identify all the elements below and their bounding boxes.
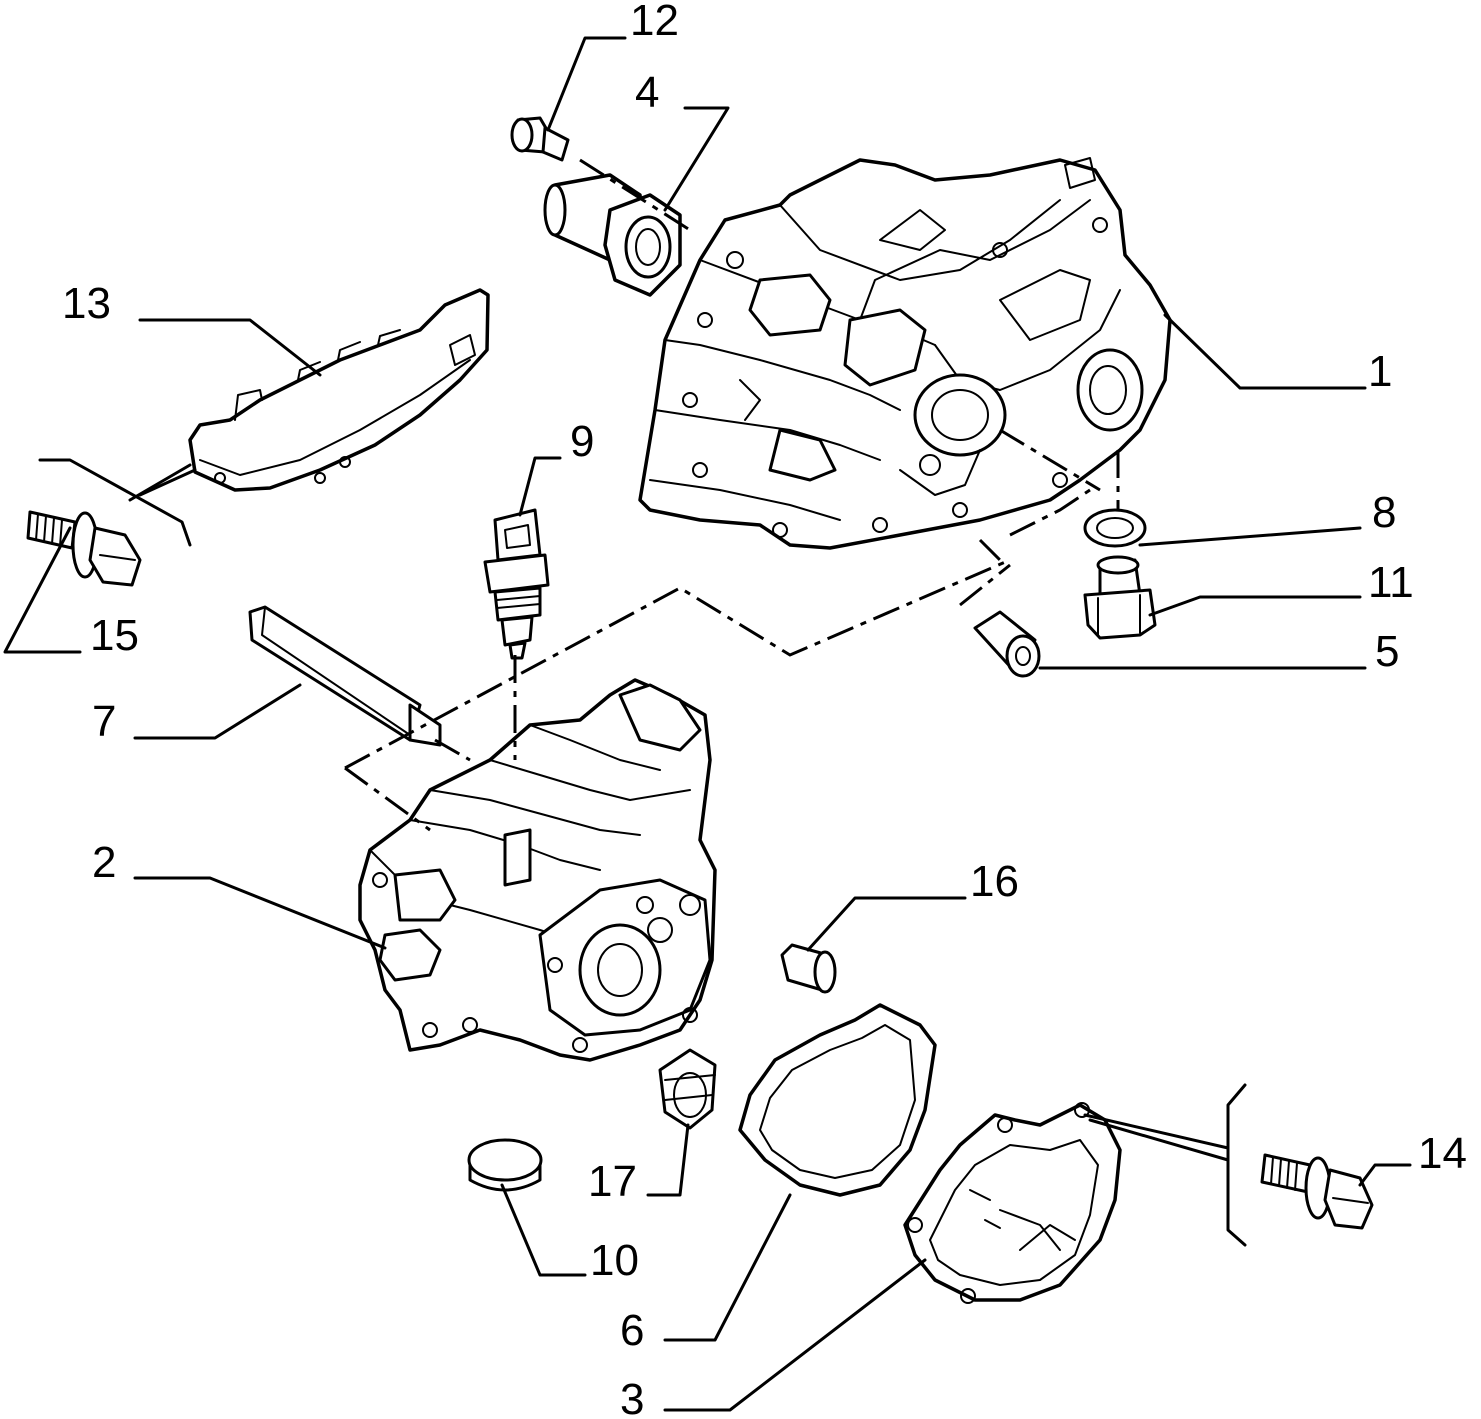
callout-3: 3 [620,1375,644,1419]
part-15-bolt [26,510,142,587]
part-2-housing [358,678,717,1062]
callout-4: 4 [635,68,659,117]
part-11-plug [1083,555,1157,640]
part-14-bolt [1260,1153,1374,1230]
callout-17: 17 [588,1157,637,1206]
part-7-bar [248,605,442,747]
callout-labels: 12 4 13 1 9 8 11 15 5 7 2 16 14 17 10 6 … [62,0,1467,1419]
part-10-cap [467,1138,543,1192]
part-9-sensor [483,508,550,660]
part-6-gasket [738,1003,937,1197]
callout-15: 15 [90,611,139,660]
callout-8: 8 [1372,488,1396,537]
leader-lines [3,36,1412,1412]
callout-5: 5 [1375,627,1399,676]
part-8-washer [1083,508,1147,548]
callout-10: 10 [590,1236,639,1285]
part-12-bolt [510,116,570,162]
part-16-bushing [780,943,837,994]
callout-1: 1 [1368,347,1392,396]
callout-6: 6 [620,1306,644,1355]
callout-12: 12 [630,0,679,45]
part-17-seal [658,1048,717,1130]
callout-7: 7 [92,697,116,746]
callout-9: 9 [570,417,594,466]
callout-16: 16 [970,857,1019,906]
callout-2: 2 [92,838,116,887]
part-5-bushing [973,610,1041,678]
part-13-shield [188,288,490,492]
part-4-sleeve [543,173,682,297]
callout-11: 11 [1368,558,1414,607]
part-3-cover [903,1102,1122,1304]
callout-14: 14 [1418,1129,1467,1178]
callout-13: 13 [62,279,111,328]
part-1-housing [638,157,1172,550]
assembly-lines [344,158,1120,832]
